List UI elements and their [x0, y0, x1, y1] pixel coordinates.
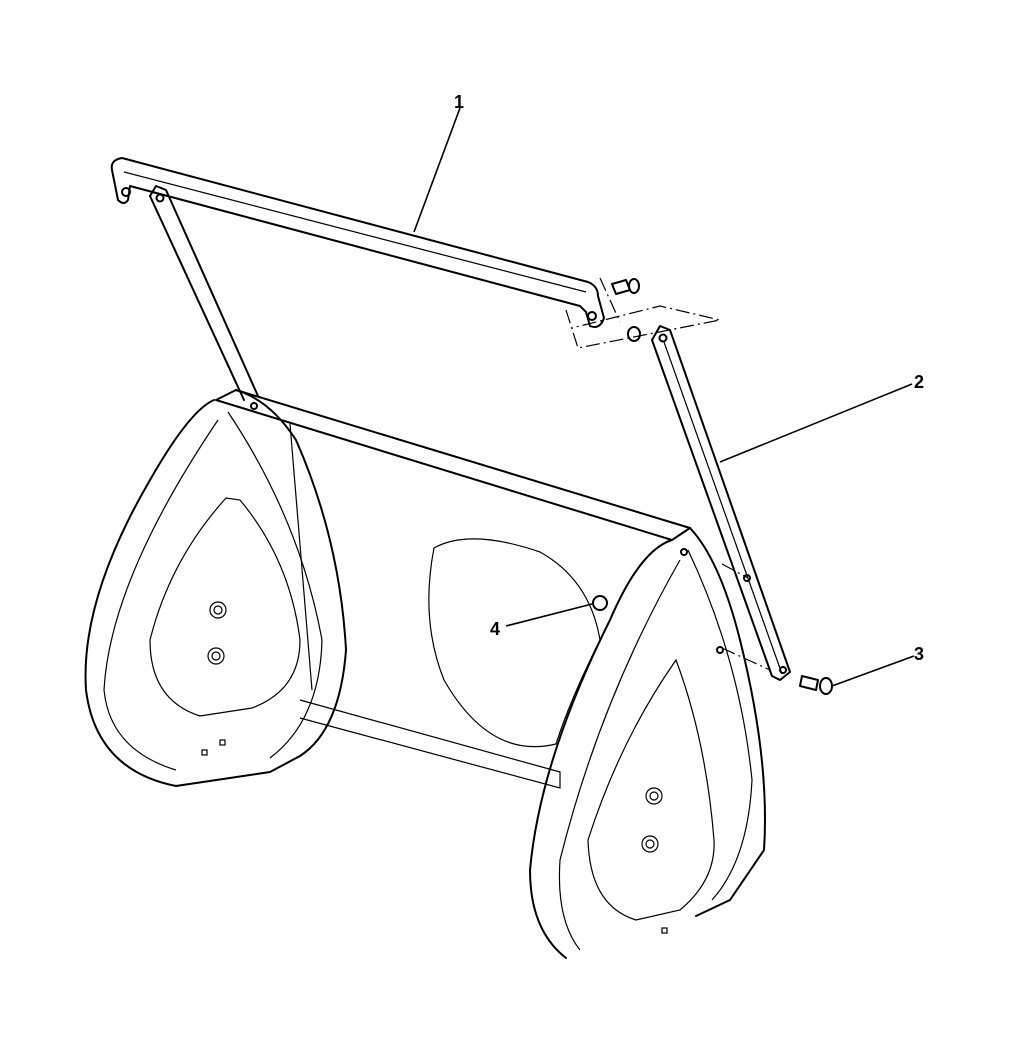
left-strut: [149, 185, 259, 401]
exploded-hardware: [565, 277, 721, 349]
callout-2: 2: [914, 372, 925, 392]
auger-housing: [215, 389, 691, 789]
callout-3: 3: [914, 644, 925, 664]
callout-4: 4: [490, 619, 501, 639]
right-side-plate: [529, 527, 766, 959]
part-4-nut: [592, 595, 608, 611]
leader-lines: [413, 107, 915, 687]
left-side-plate: [84, 389, 347, 787]
callout-1: 1: [454, 92, 465, 112]
part-2-support-bar: [651, 325, 791, 681]
part-1-brace-bar: [110, 157, 605, 328]
